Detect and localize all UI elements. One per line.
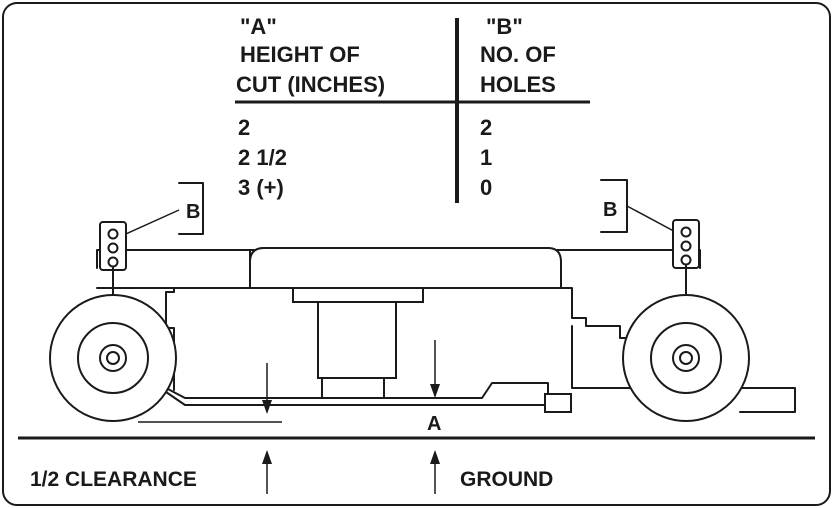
dimension-a-label: A [427, 413, 441, 435]
svg-text:B: B [603, 199, 617, 221]
left-wheel [49, 294, 177, 422]
blade-tip [544, 393, 572, 413]
col-b-letter: "B" [486, 14, 523, 39]
spindle-housing [317, 301, 397, 379]
col-b-heading-line1: NO. OF [480, 42, 556, 67]
right-hole-2 [680, 240, 692, 252]
b-label-left: B [116, 182, 204, 239]
spindle-plate [292, 287, 424, 303]
left-hole-2 [107, 242, 119, 254]
clearance-arrow-top [262, 363, 272, 414]
height-a-arrow-bottom [430, 450, 440, 494]
row-1-holes: 2 [480, 115, 492, 140]
col-b-heading-line2: HOLES [480, 72, 556, 97]
col-a-letter: "A" [240, 14, 277, 39]
height-a-arrow-top [430, 340, 440, 398]
col-a-heading-line2: CUT (INCHES) [236, 72, 385, 97]
row-3-holes: 0 [480, 175, 492, 200]
spindle-base [321, 377, 385, 399]
mower-deck [96, 219, 796, 413]
row-2-height: 2 1/2 [238, 145, 287, 170]
height-table: "A" HEIGHT OF CUT (INCHES) "B" NO. OF HO… [235, 14, 590, 203]
left-hole-3 [107, 256, 119, 268]
row-2-holes: 1 [480, 145, 492, 170]
col-a-heading-line1: HEIGHT OF [240, 42, 360, 67]
left-hole-1 [107, 228, 119, 240]
clearance-arrow-bottom [262, 450, 272, 494]
right-wheel [622, 294, 750, 422]
clearance-label: 1/2 CLEARANCE [30, 468, 197, 491]
row-3-height: 3 (+) [238, 175, 284, 200]
right-hole-1 [680, 226, 692, 238]
engine-cover [249, 247, 562, 289]
row-1-height: 2 [238, 115, 250, 140]
ground-label: GROUND [460, 468, 553, 491]
svg-text:B: B [186, 201, 200, 223]
right-hole-3 [680, 254, 692, 266]
